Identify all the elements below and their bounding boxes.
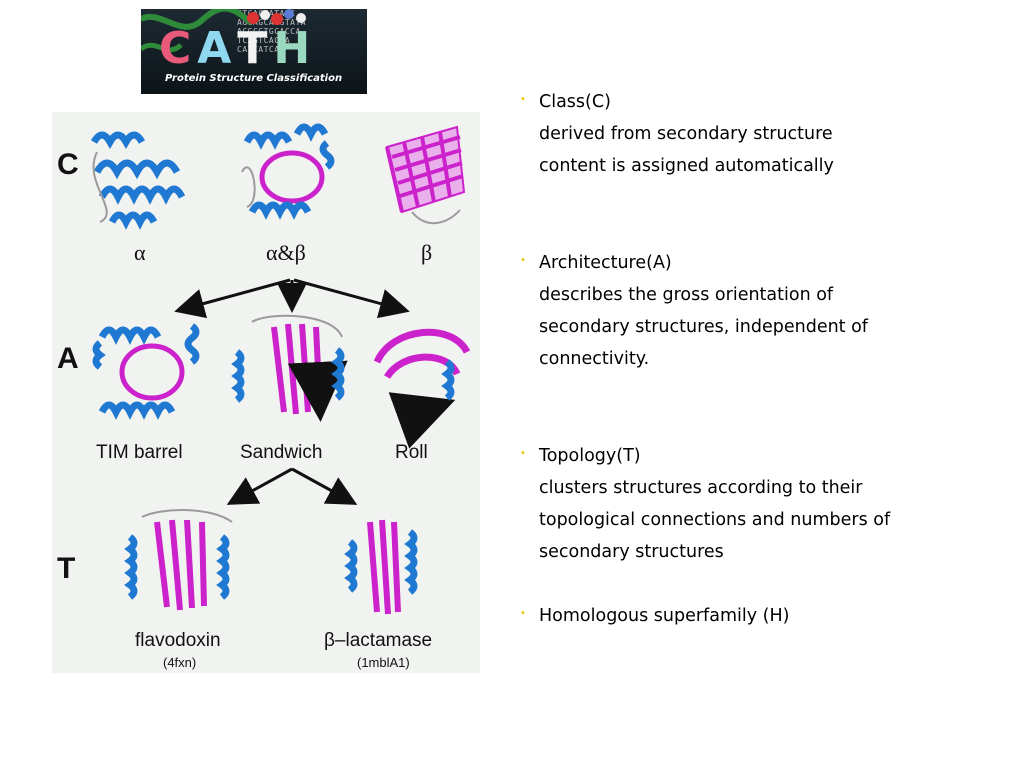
bullet-homologous-title: Homologous superfamily (H): [539, 600, 789, 632]
beta-structure: [387, 127, 464, 223]
label-alpha: α: [134, 240, 146, 266]
label-roll: Roll: [395, 442, 428, 464]
label-sandwich: Sandwich: [240, 442, 322, 464]
bullet-homologous-superfamily: • Homologous superfamily (H): [518, 600, 768, 632]
bullet-topology-line-3: secondary structures: [539, 536, 890, 568]
figure-drawing: [52, 112, 480, 673]
bullet-class-line-2: content is assigned automatically: [539, 150, 834, 182]
cath-letters: CATH: [159, 27, 316, 71]
bullet-architecture-title: Architecture(A): [539, 247, 868, 279]
roll-structure: [377, 332, 467, 412]
bullet-marker: •: [520, 441, 526, 467]
logo-letter-h: H: [273, 27, 316, 71]
arrows-architecture-to-topology: [232, 469, 352, 502]
alpha-structure: [94, 135, 182, 222]
row-letter-t: T: [57, 552, 75, 586]
logo-letter-t: T: [237, 27, 273, 71]
bullet-marker: •: [520, 87, 526, 113]
label-flavodoxin: flavodoxin: [135, 630, 221, 652]
label-tim-barrel: TIM barrel: [96, 442, 183, 464]
alpha-beta-structure: [242, 127, 331, 212]
bullet-topology: • Topology(T) clusters structures accord…: [518, 440, 869, 568]
bullet-marker: •: [520, 248, 526, 274]
arrows-class-to-architecture: [180, 280, 404, 310]
beta-lactamase-structure: [350, 520, 414, 614]
bullet-topology-line-1: clusters structures according to their: [539, 472, 890, 504]
bullet-topology-title: Topology(T): [539, 440, 890, 472]
bullet-topology-line-2: topological connections and numbers of: [539, 504, 890, 536]
label-alpha-and-beta: α&β: [266, 240, 306, 266]
label-beta: β: [421, 240, 432, 266]
bullet-architecture-line-2: secondary structures, independent of: [539, 311, 868, 343]
bullet-class: • Class(C) derived from secondary struct…: [518, 86, 813, 182]
row-letter-c: C: [57, 148, 79, 182]
logo-letter-a: A: [197, 27, 237, 71]
sandwich-structure: [237, 316, 342, 414]
cath-logo: GTCACCATAAC AGCAGCAGGTATA ACGCGTGCACCA T…: [141, 9, 367, 94]
label-beta-lactamase-pdb: (1mblA1): [357, 655, 410, 670]
row-letter-a: A: [57, 342, 79, 376]
bullet-architecture-line-1: describes the gross orientation of: [539, 279, 868, 311]
label-beta-lactamase: β–lactamase: [324, 630, 432, 652]
bullet-marker: •: [520, 601, 526, 627]
bullet-architecture: • Architecture(A) describes the gross or…: [518, 247, 847, 375]
logo-letter-c: C: [159, 27, 197, 71]
bullet-class-title: Class(C): [539, 86, 834, 118]
bullet-class-line-1: derived from secondary structure: [539, 118, 834, 150]
logo-caption: Protein Structure Classification: [165, 73, 342, 84]
tim-barrel-structure: [96, 326, 196, 412]
label-flavodoxin-pdb: (4fxn): [163, 655, 196, 670]
flavodoxin-structure: [130, 510, 232, 610]
bullet-architecture-line-3: connectivity.: [539, 343, 868, 375]
cath-hierarchy-figure: C A T α α&β β TIM barrel Sandwich Roll f…: [52, 112, 480, 673]
